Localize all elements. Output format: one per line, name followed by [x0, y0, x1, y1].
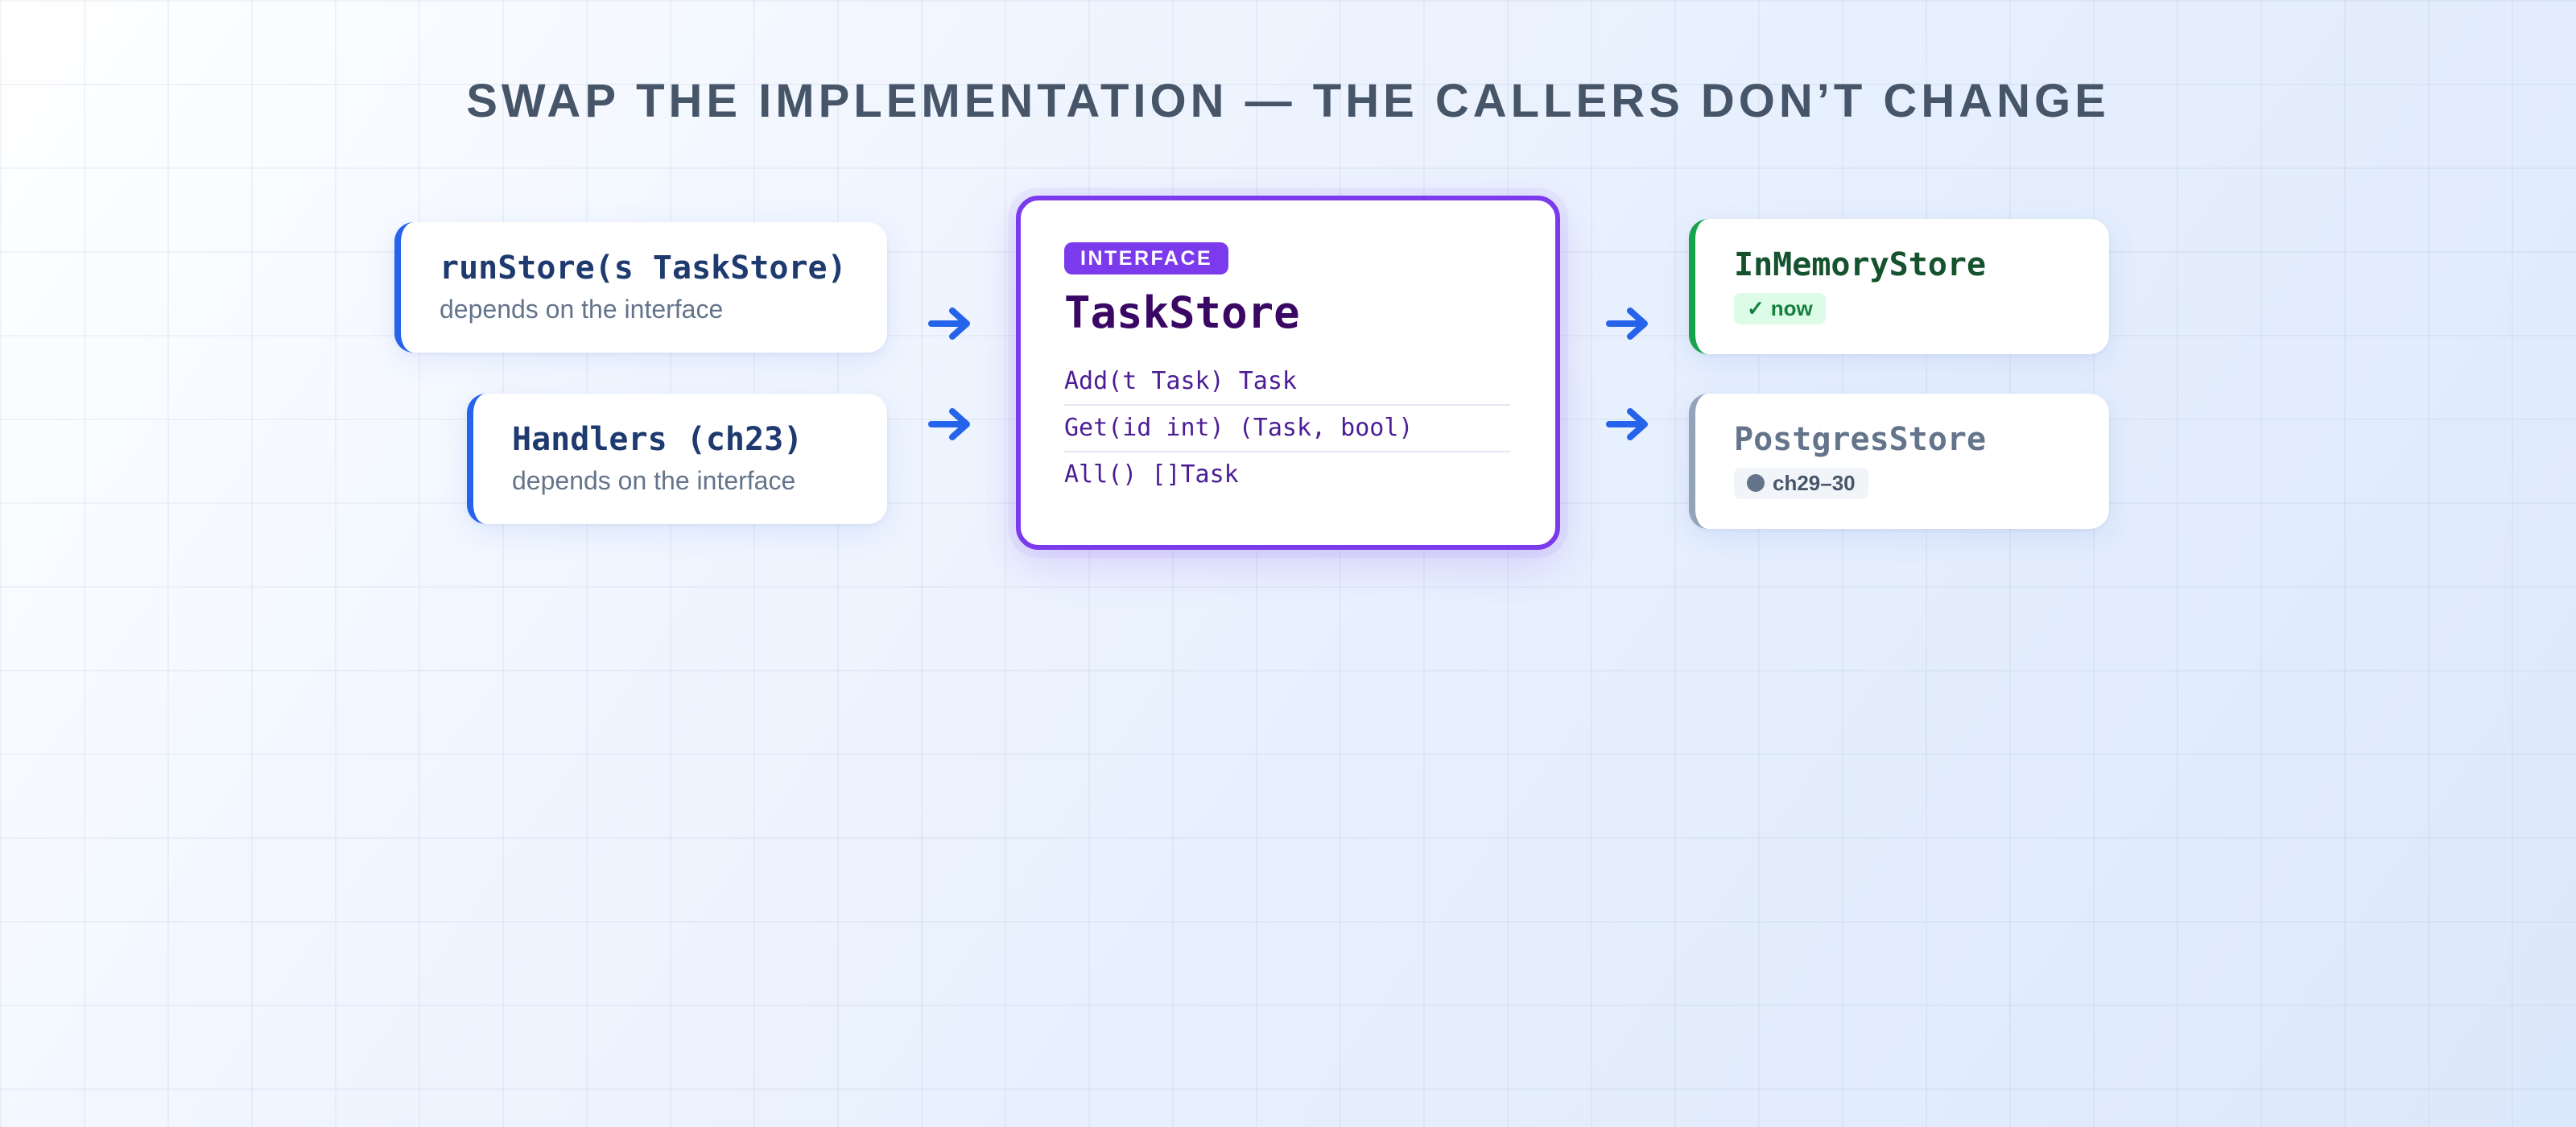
caller-name: Handlers (ch23)	[512, 421, 803, 458]
caller-card-runstore: runStore(s TaskStore) depends on the int…	[394, 222, 887, 353]
status-badge-label: now	[1770, 296, 1813, 320]
implementation-card-inmemory: InMemoryStore ✓now	[1689, 219, 2109, 354]
status-badge: ✓now	[1734, 293, 1826, 324]
arrow-right-icon	[1606, 408, 1648, 440]
status-badge: ch29–30	[1734, 468, 1868, 499]
caller-description: depends on the interface	[512, 466, 796, 495]
arrow-right-icon	[1606, 308, 1648, 340]
status-badge-label: ch29–30	[1773, 471, 1856, 495]
method-list: Add(t Task) Task Get(id int) (Task, bool…	[1064, 359, 1510, 497]
interface-badge: INTERFACE	[1064, 242, 1229, 275]
interface-card: INTERFACE TaskStore Add(t Task) Task Get…	[1016, 196, 1560, 550]
method-signature: All() []Task	[1064, 460, 1239, 489]
dot-icon	[1747, 474, 1765, 492]
check-icon: ✓	[1747, 296, 1765, 320]
implementation-name: PostgresStore	[1734, 421, 1987, 458]
implementation-card-postgres: PostgresStore ch29–30	[1689, 394, 2109, 529]
caller-name: runStore(s TaskStore)	[440, 250, 847, 287]
arrow-right-icon	[928, 408, 970, 440]
method-signature: Add(t Task) Task	[1064, 359, 1510, 406]
arrow-right-icon	[928, 308, 970, 340]
method-signature: Get(id int) (Task, bool)	[1064, 406, 1510, 452]
diagram-title: SWAP THE IMPLEMENTATION — THE CALLERS DO…	[466, 75, 2110, 127]
caller-card-handlers: Handlers (ch23) depends on the interface	[467, 394, 887, 524]
caller-description: depends on the interface	[440, 295, 724, 324]
interface-name: TaskStore	[1064, 287, 1300, 338]
implementation-name: InMemoryStore	[1734, 246, 1987, 283]
